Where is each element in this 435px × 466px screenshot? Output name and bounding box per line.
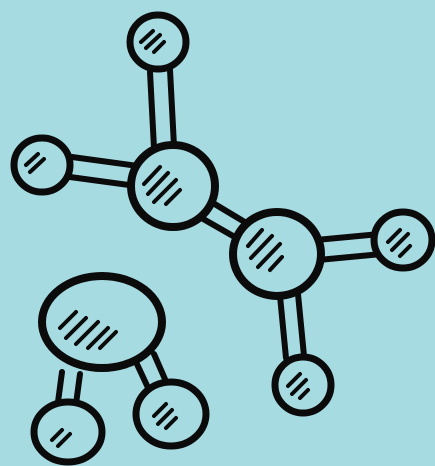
bond-c2-right-hydrogen — [313, 231, 385, 263]
bond-c2-bottom-hydrogen — [277, 291, 307, 361]
hydrogen-atom-top — [126, 11, 190, 73]
hydrogen-atom-left — [10, 134, 74, 196]
bond-c1-left-hydrogen — [67, 154, 141, 189]
hydrogen-atom-right — [132, 378, 210, 450]
hatch-marks — [286, 372, 310, 400]
hatch-marks — [24, 152, 46, 174]
ethane-like-molecule — [10, 11, 435, 417]
hatch-marks — [58, 310, 118, 350]
carbon-atom-1 — [127, 141, 219, 231]
bond-oxygen-left-hydrogen — [55, 369, 83, 407]
bond-c1-top-hydrogen — [147, 67, 177, 151]
hatch-marks — [142, 165, 182, 206]
hatch-marks — [152, 402, 178, 430]
hatch-marks — [139, 29, 166, 54]
hydrogen-atom-bottom — [271, 353, 335, 417]
water-like-molecule — [30, 272, 210, 466]
hatch-marks — [50, 428, 72, 448]
carbon-atom-2 — [229, 208, 325, 300]
hydrogen-atom-right — [370, 208, 435, 272]
hatch-marks — [386, 228, 412, 258]
oxygen-atom — [38, 272, 166, 372]
hatch-marks — [246, 228, 284, 272]
hydrogen-atom-left — [30, 398, 106, 466]
